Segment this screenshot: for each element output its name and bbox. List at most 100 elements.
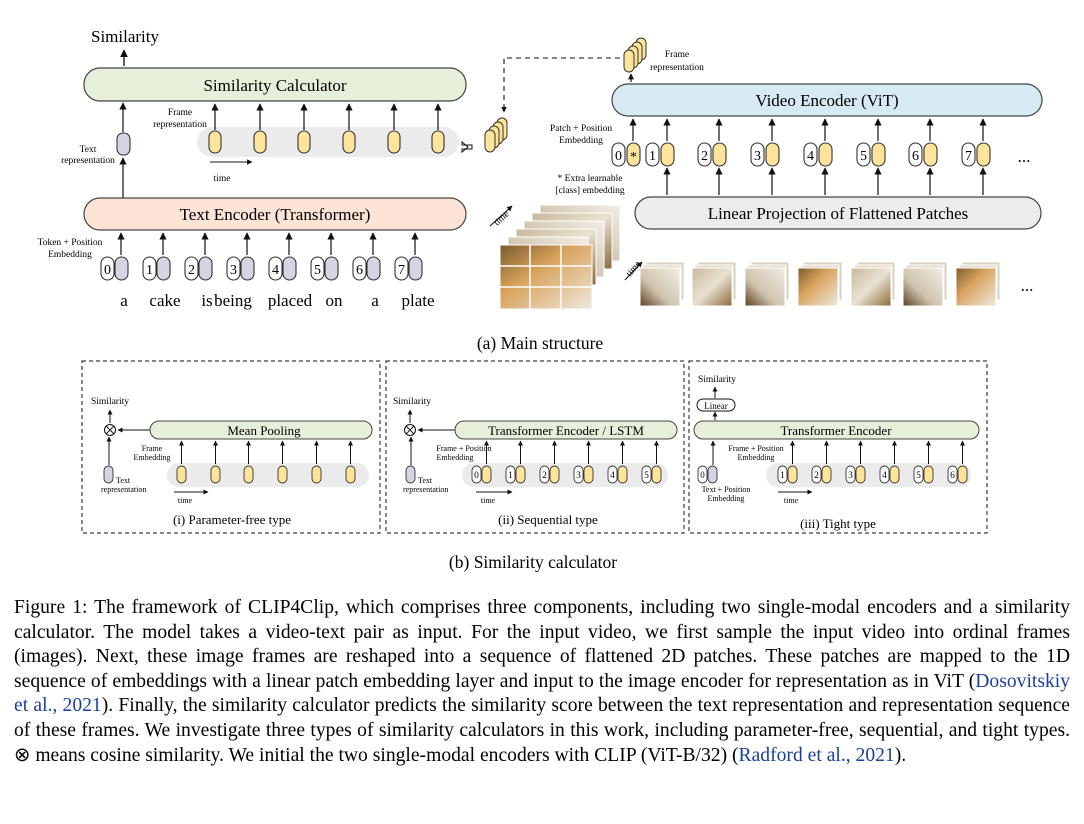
svg-text:*: *	[630, 150, 637, 165]
svg-text:3: 3	[754, 149, 761, 164]
sub-token	[277, 440, 288, 484]
sub-token: 5	[641, 440, 662, 484]
frame-representation-token	[253, 103, 267, 154]
patch-image	[691, 261, 737, 307]
patch-token-2: 2	[697, 118, 727, 195]
caption-word: plate	[401, 291, 434, 310]
text-token-index: 2	[188, 263, 195, 278]
svg-text:1: 1	[780, 471, 785, 481]
subtitle-similarity-calculator: (b) Similarity calculator	[449, 552, 617, 572]
text-token-index: 7	[398, 263, 405, 278]
sub-token: 4	[879, 440, 900, 484]
panel1-text-token	[103, 465, 114, 484]
frame-representation-token	[387, 103, 401, 154]
panel-tight: Similarity Linear Transformer Encoder Fr…	[688, 360, 988, 534]
linear-projection-label: Linear Projection of Flattened Patches	[708, 204, 969, 223]
patch-image	[955, 261, 1001, 307]
caption-word: on	[326, 291, 344, 310]
transformer-lstm-box	[454, 420, 678, 440]
patch-token-3: 3	[750, 118, 780, 195]
flattened-patches	[639, 261, 1001, 307]
svg-text:4: 4	[807, 149, 814, 164]
text-token-3: 3	[226, 232, 255, 281]
caption-word: a	[120, 291, 128, 310]
sub-token	[210, 440, 221, 484]
text-token-index: 0	[104, 263, 111, 278]
patch-image	[850, 261, 896, 307]
patch-token-7: 7	[961, 118, 991, 195]
caption-word: is	[201, 291, 212, 310]
text-token-index: 3	[230, 263, 237, 278]
svg-text:2: 2	[701, 149, 708, 164]
text-token-7: 7	[394, 232, 423, 281]
caption-word: placed	[268, 291, 313, 310]
tight-transformer-box	[693, 420, 980, 440]
svg-text:0: 0	[700, 470, 705, 480]
similarity-label: Similarity	[91, 27, 160, 46]
time-label-main: time	[214, 174, 231, 184]
patch-token-1: 1	[645, 118, 675, 195]
caption-part2: ). Finally, the similarity calculator pr…	[14, 695, 1071, 766]
frame-representation-tokens	[208, 103, 445, 154]
svg-text:5: 5	[860, 149, 867, 164]
video-encoder-box	[611, 83, 1043, 117]
sub-token: 5	[913, 440, 934, 484]
text-token-5: 5	[310, 232, 339, 281]
class-token: 0*	[611, 118, 641, 167]
panel2-time: time	[481, 496, 496, 505]
svg-text:0: 0	[615, 149, 622, 164]
frame-stack-left	[484, 117, 508, 153]
frame-stack-top	[623, 37, 647, 73]
sub-token: 3	[845, 440, 866, 484]
text-token-2: 2	[184, 232, 213, 281]
patch-image	[902, 261, 948, 307]
patch-image	[797, 261, 843, 307]
frame-representation-token	[342, 103, 356, 154]
patch-token-5: 5	[856, 118, 886, 195]
sub-token: 1	[777, 440, 798, 484]
patch-image	[744, 261, 790, 307]
text-token-index: 5	[314, 263, 321, 278]
sub-token: 2	[811, 440, 832, 484]
sub-token: 2	[539, 440, 560, 484]
citation-dosovitskiy[interactable]: Dosovitskiy et al., 2021	[14, 670, 1070, 717]
sub-token: 6	[947, 440, 968, 484]
caption-part3: ).	[894, 744, 907, 766]
citation-radford[interactable]: Radford et al., 2021	[738, 744, 895, 766]
frame-representation-token	[431, 103, 445, 154]
text-token-index: 1	[146, 263, 153, 278]
ellipsis-patch-images: ...	[1021, 276, 1034, 295]
patch-token-4: 4	[803, 118, 833, 195]
panel1-similarity: Similarity	[91, 397, 129, 407]
svg-text:3: 3	[576, 471, 581, 481]
panel3-time: time	[784, 496, 799, 505]
panel3-text-token: 0	[697, 440, 718, 484]
svg-text:1: 1	[508, 471, 513, 481]
frame-representation-band	[197, 127, 459, 157]
caption-word: a	[371, 291, 379, 310]
svg-text:2: 2	[814, 471, 819, 481]
transformer-lstm-label: Transformer Encoder / LSTM	[488, 423, 644, 438]
text-token-0: 0	[100, 232, 129, 281]
svg-text:0: 0	[474, 471, 479, 481]
video-frames-stack: time	[489, 204, 621, 310]
svg-text:2: 2	[542, 471, 547, 481]
svg-text:5: 5	[644, 471, 649, 481]
linear-label: Linear	[704, 401, 727, 411]
text-encoder-label: Text Encoder (Transformer)	[180, 205, 371, 224]
text-token-1: 1	[142, 232, 171, 281]
text-encoder-box	[83, 197, 467, 231]
sub-token: 1	[505, 440, 526, 484]
panel3-similarity: Similarity	[698, 375, 736, 385]
class-embedding-note: * Extra learnable[class] embedding	[555, 174, 625, 196]
